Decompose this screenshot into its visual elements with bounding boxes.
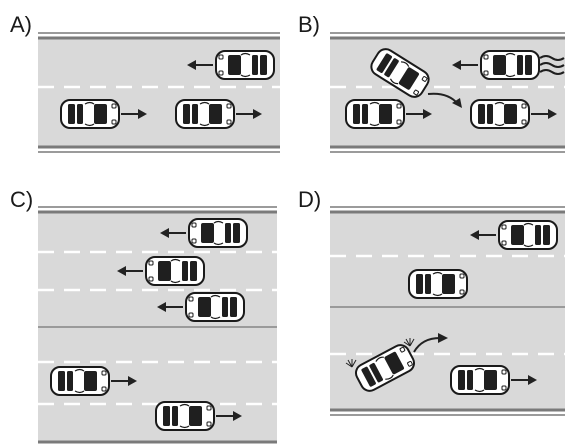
signal-flash-d-0-0 [345,362,353,368]
arrow-c-1-head [157,302,166,312]
panel-label-d: D) [298,187,322,212]
car-c-same-2 [155,401,215,431]
arrow-c-same-1-head [128,376,137,386]
signal-flash-d-1-3 [409,338,415,347]
car-d-lane [450,365,510,395]
signal-flash-d-1-1 [405,338,411,347]
arrow-c-oncoming-1-head [160,228,169,238]
arrow-d-turn [413,337,441,353]
car-b-behind [345,99,405,129]
arrow-d-oncoming-head [470,230,479,240]
motion-lines-b-1 [539,62,565,68]
car-c-same-1 [50,366,110,396]
arrow-b-behind-head [423,109,432,119]
panel-label-b: B) [298,12,320,37]
arrow-b-swerve-head [452,98,462,108]
car-a-1 [60,99,120,129]
car-a-ahead [175,99,235,129]
car-d-stopped [408,269,468,299]
motion-lines-b-2 [539,69,565,75]
arrow-b-ahead-head [548,109,557,119]
arrow-d-lane-head [528,375,537,385]
signal-flash-d-0-1 [347,359,353,368]
car-b-ahead [470,99,530,129]
car-b-oncoming [480,50,540,80]
panel-label-c: C) [10,187,34,212]
car-c-oncoming-1 [188,218,248,248]
arrow-a-1-head [138,109,147,119]
arrow-a-ahead-head [253,109,262,119]
arrow-a-oncoming-head [187,60,196,70]
motion-lines-b-0 [539,55,565,61]
arrow-c-same-2-head [233,411,242,421]
signal-flash-d-0-3 [351,359,357,368]
signal-flash-d-1-0 [403,341,411,347]
car-a-oncoming [215,50,275,80]
arrow-c-oncoming-2-head [117,266,126,276]
car-c-oncoming-2 [145,256,205,286]
arrow-b-oncoming-head [452,60,461,70]
car-d-oncoming [498,220,558,250]
car-c-1 [185,292,245,322]
panel-label-a: A) [10,12,32,37]
arrow-d-turn-head [438,333,448,343]
